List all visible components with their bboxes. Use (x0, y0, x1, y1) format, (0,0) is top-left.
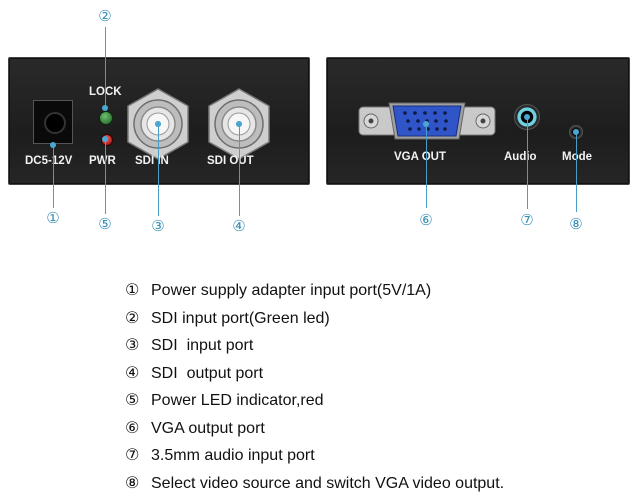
callout-number-5: ⑤ (98, 215, 112, 233)
callout-number-3: ③ (151, 217, 165, 235)
callout-line-8 (576, 132, 577, 212)
legend-text: 3.5mm audio input port (151, 447, 315, 464)
legend-text: SDI input port(Green led) (151, 309, 330, 327)
callout-number-1: ① (46, 209, 60, 227)
legend-symbol: ③ (125, 335, 140, 354)
callout-dot-4 (236, 121, 242, 127)
legend-symbol: ② (125, 307, 140, 327)
legend-item: ⑧ Select video source and switch VGA vide… (125, 469, 504, 497)
legend-text: Power supply adapter input port(5V/1A) (151, 282, 432, 299)
callout-number-8: ⑧ (569, 215, 583, 233)
callout-number-4: ④ (232, 217, 246, 235)
legend-item: ① Power supply adapter input port(5V/1A) (125, 276, 504, 304)
callout-number-2: ② (98, 7, 112, 25)
legend-text: Select video source and switch VGA video… (151, 474, 505, 492)
legend-symbol: ⑧ (125, 472, 140, 492)
legend-symbol: ⑥ (125, 417, 140, 437)
dc-label: DC5-12V (25, 155, 73, 167)
callout-dot-5 (102, 136, 108, 142)
legend-symbol: ⑦ (125, 445, 140, 464)
vga-label: VGA OUT (394, 151, 446, 163)
mode-label: Mode (562, 151, 593, 163)
legend-item: ⑦ 3.5mm audio input port (125, 441, 504, 469)
legend-text: SDI input port (151, 337, 254, 354)
callout-line-4 (239, 124, 240, 216)
legend-item: ⑤ Power LED indicator,red (125, 386, 504, 414)
legend-item: ② SDI input port(Green led) (125, 304, 504, 332)
legend-symbol: ④ (125, 362, 140, 382)
legend-symbol: ① (125, 280, 140, 299)
callout-line-6 (426, 124, 427, 208)
callout-dot-3 (155, 121, 161, 127)
callout-line-1 (53, 145, 54, 208)
legend-item: ③ SDI input port (125, 331, 504, 359)
callout-dot-1 (50, 142, 56, 148)
legend-text: VGA output port (151, 419, 265, 437)
callout-line-3 (158, 124, 159, 216)
callout-line-5 (105, 139, 106, 214)
legend-text: Power LED indicator,red (151, 392, 324, 409)
callout-line-7 (527, 117, 528, 209)
lock-led (99, 111, 113, 125)
sdi-out-label: SDI OUT (207, 155, 254, 167)
pwr-label: PWR (89, 155, 116, 167)
callout-dot-7 (524, 114, 530, 120)
legend-symbol: ⑤ (125, 390, 140, 409)
callout-number-6: ⑥ (419, 211, 433, 229)
audio-label: Audio (504, 151, 537, 163)
callout-dot-6 (423, 121, 429, 127)
dc-power-jack[interactable] (33, 100, 73, 144)
legend-text: SDI output port (151, 364, 264, 382)
legend-item: ⑥ VGA output port (125, 414, 504, 442)
callout-dot-8 (573, 129, 579, 135)
legend-item: ④ SDI output port (125, 359, 504, 387)
callout-line-2 (105, 27, 106, 107)
sdi-in-label: SDI IN (135, 155, 169, 167)
callout-number-7: ⑦ (520, 211, 534, 229)
callout-dot-2 (102, 105, 108, 111)
